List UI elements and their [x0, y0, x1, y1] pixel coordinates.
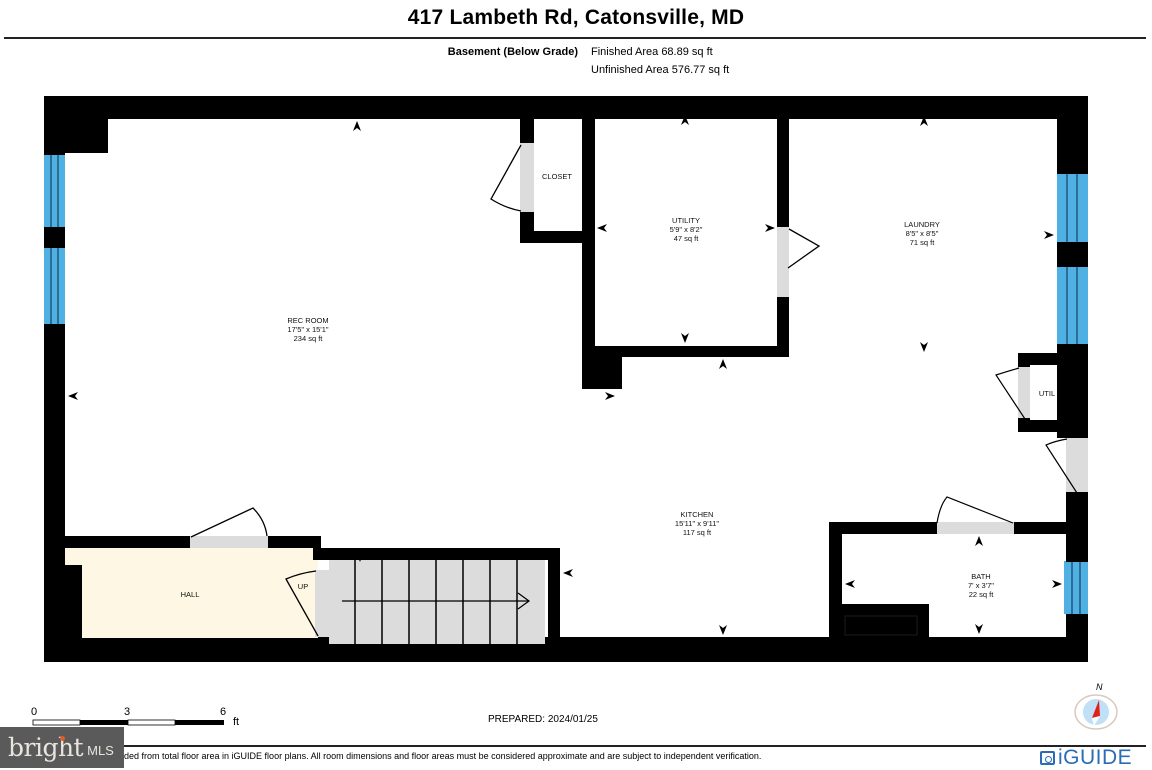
stairs-up-label: UP: [298, 582, 308, 591]
page-title: 417 Lambeth Rd, Catonsville, MD: [407, 6, 745, 29]
level-name: Basement (Below Grade): [447, 46, 578, 58]
scale-tick-3: 3: [124, 706, 131, 718]
scale-tick-6: 6: [220, 706, 227, 718]
room-name: LAUNDRY: [904, 220, 940, 229]
bright-wordmark: bright: [8, 733, 84, 762]
room-dimensions: 7' x 3'7": [968, 581, 994, 590]
measurement-markers: [68, 115, 1062, 635]
room-dimensions: 5'9" x 8'2": [669, 225, 703, 234]
room-label-utility: UTILITY 5'9" x 8'2" 47 sq ft: [670, 216, 703, 243]
room-name: KITCHEN: [680, 510, 714, 519]
disclaimer-text: ded from total floor area in iGUIDE floo…: [124, 751, 762, 761]
room-dimensions: 15'11" x 9'11": [674, 519, 720, 528]
room-area: 47 sq ft: [673, 234, 699, 243]
room-name: UTILITY: [672, 216, 700, 225]
footer-divider: [120, 745, 1146, 747]
room-area: 117 sq ft: [682, 528, 712, 537]
room-label-laundry: LAUNDRY 8'5" x 8'5" 71 sq ft: [904, 220, 940, 247]
room-dimensions: 17'5" x 15'1": [287, 325, 329, 334]
room-label-closet: CLOSET: [542, 172, 572, 181]
bright-brand-text: bright: [8, 733, 84, 762]
bright-dot-icon: [60, 736, 65, 741]
compass-north-label: N: [1096, 682, 1103, 692]
room-dimensions: 8'5" x 8'5": [905, 229, 939, 238]
window-left: [44, 155, 65, 324]
room-label-kitchen: KITCHEN 15'11" x 9'11" 117 sq ft: [675, 510, 719, 537]
room-label-rec-room: REC ROOM 17'5" x 15'1" 234 sq ft: [287, 316, 328, 343]
scale-tick-0: 0: [31, 706, 38, 718]
room-name: HALL: [180, 590, 200, 599]
bright-mls-logo: bright MLS: [0, 727, 124, 768]
scale-bar: [32, 719, 224, 726]
bright-mls-suffix: MLS: [87, 743, 114, 758]
room-label-util: UTIL: [1039, 389, 1055, 398]
window-right: [1057, 174, 1088, 614]
room-name: UTIL: [1038, 389, 1056, 398]
room-name: CLOSET: [541, 172, 573, 181]
iguide-camera-icon: [1040, 751, 1055, 765]
room-label-hall: HALL: [181, 590, 200, 599]
scale-unit: ft: [233, 716, 240, 728]
compass-icon: [1074, 694, 1118, 730]
room-name: REC ROOM: [287, 316, 329, 325]
room-area: 234 sq ft: [293, 334, 323, 343]
room-label-bath: BATH 7' x 3'7" 22 sq ft: [968, 572, 994, 599]
stairs-direction: UP: [297, 582, 309, 591]
room-area: 71 sq ft: [909, 238, 935, 247]
room-name: BATH: [971, 572, 991, 581]
finished-area: Finished Area 68.89 sq ft: [591, 46, 713, 58]
iguide-logo: iGUIDE: [1040, 746, 1132, 770]
unfinished-area: Unfinished Area 576.77 sq ft: [591, 64, 730, 76]
iguide-brand-text: iGUIDE: [1058, 746, 1133, 769]
title-divider: [4, 37, 1146, 39]
room-area: 22 sq ft: [968, 590, 994, 599]
prepared-date: PREPARED: 2024/01/25: [488, 714, 598, 725]
